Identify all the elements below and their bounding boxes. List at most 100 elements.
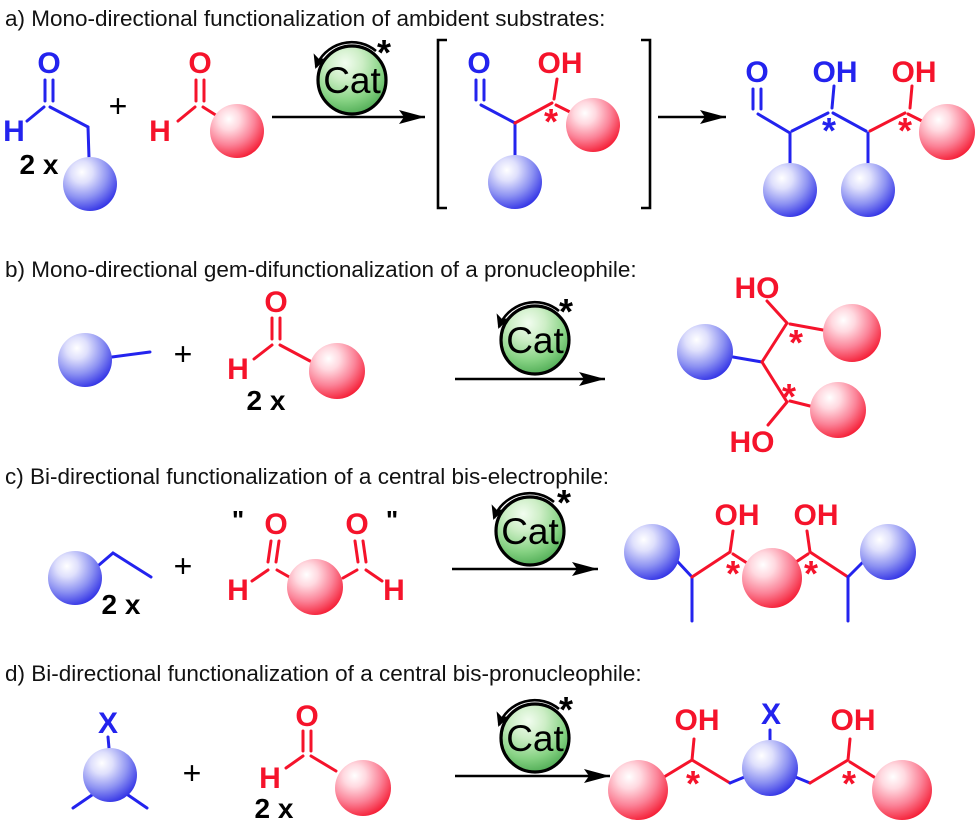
chirality-asterisk: *	[377, 32, 391, 73]
hydroxyl-label: OH	[794, 499, 839, 532]
bond	[552, 77, 559, 101]
product-b: HO HO * *	[677, 272, 881, 459]
bond	[275, 568, 293, 580]
bond	[906, 112, 924, 123]
stoichiometry-label: 2 x	[102, 589, 141, 620]
intermediate-adduct: O OH *	[467, 47, 620, 209]
plus-sign: +	[183, 755, 202, 791]
chirality-asterisk: *	[559, 291, 573, 332]
stereocenter-asterisk: *	[822, 110, 836, 151]
blue-sphere	[677, 324, 733, 380]
rotation-arrow	[491, 491, 555, 520]
rotation-arrow	[313, 40, 377, 69]
plus-sign: +	[174, 336, 193, 372]
reactant-red-aldehyde: O H	[149, 47, 264, 158]
bond	[554, 103, 572, 114]
bond	[868, 111, 907, 133]
bond	[794, 552, 810, 564]
catalyst-sphere	[316, 44, 388, 116]
bond	[788, 399, 812, 408]
blue-sphere	[63, 157, 117, 211]
section-d-title: d) Bi-directional functionalization of a…	[5, 661, 642, 686]
catalyst: Cat *	[496, 689, 573, 774]
bond	[756, 112, 792, 135]
blue-sphere	[48, 551, 102, 605]
stereocenter-asterisk: *	[544, 101, 558, 142]
x-substituent-label: X	[761, 698, 781, 731]
hydroxyl-label: OH	[892, 56, 937, 89]
oxygen-label: O	[745, 56, 768, 89]
stereocenter-asterisk: *	[789, 322, 803, 363]
bond	[760, 321, 789, 364]
bond	[278, 343, 312, 363]
blue-sphere	[742, 740, 798, 796]
red-sphere	[742, 548, 802, 608]
stereocenter-asterisk: *	[804, 553, 818, 594]
blue-sphere	[841, 163, 895, 217]
red-sphere	[287, 559, 343, 615]
hydrogen-label: H	[149, 115, 171, 148]
catalyst-sphere	[499, 702, 571, 774]
bond	[176, 105, 197, 123]
scheme-c: c) Bi-directional functionalization of a…	[5, 464, 916, 623]
bond	[731, 355, 764, 364]
reactant-bis-pronucleophile: X	[71, 707, 149, 810]
hydrogen-label: H	[3, 115, 25, 148]
stoichiometry-label: 2 x	[247, 385, 286, 416]
bond	[364, 568, 384, 583]
reactant-red-aldehyde: O H 2 x	[255, 700, 391, 822]
stereocenter-asterisk: *	[686, 763, 700, 804]
section-a-title: a) Mono-directional functionalization of…	[5, 6, 605, 31]
product-a: O OH OH * *	[745, 56, 975, 217]
oxygen-label: O	[467, 47, 490, 80]
bond	[765, 299, 789, 325]
blue-sphere	[763, 163, 817, 217]
bond	[86, 125, 91, 160]
left-bracket	[436, 38, 447, 210]
quote-mark: "	[232, 505, 244, 535]
rotation-arrow	[496, 300, 560, 329]
hydroxyl-label: OH	[715, 499, 760, 532]
stereocenter-asterisk: *	[842, 763, 856, 804]
section-b-title: b) Mono-directional gem-difunctionalizat…	[5, 257, 637, 282]
oxygen-label: O	[264, 286, 287, 319]
stoichiometry-label: 2 x	[255, 793, 294, 822]
reactant-blue-aldehyde: O H 2 x	[3, 47, 117, 211]
plus-sign: +	[174, 548, 193, 584]
stereocenter-asterisk: *	[726, 553, 740, 594]
bond	[805, 529, 812, 554]
blue-sphere	[860, 524, 916, 580]
right-bracket	[641, 38, 652, 210]
hydrogen-label: H	[383, 574, 405, 607]
catalyst: Cat *	[313, 32, 391, 116]
quote-mark: "	[386, 505, 398, 535]
bond	[766, 400, 789, 427]
bond	[790, 111, 830, 133]
hydrogen-label: H	[227, 353, 249, 386]
blue-sphere	[58, 333, 112, 387]
stereocenter-asterisk: *	[782, 376, 796, 417]
bond	[110, 350, 152, 359]
hydroxyl-label: OH	[813, 56, 858, 89]
hydroxyl-label: OH	[831, 704, 876, 737]
bond	[48, 105, 90, 129]
red-sphere	[919, 104, 975, 160]
catalyst-label: Cat	[501, 511, 559, 552]
red-sphere	[872, 760, 932, 820]
hydroxyl-label: HO	[735, 272, 780, 305]
product-c: OH OH * *	[624, 499, 916, 623]
bond	[341, 568, 359, 580]
bond	[126, 793, 149, 810]
product-d: OH X OH * *	[608, 698, 932, 820]
hydroxyl-label: OH	[675, 704, 720, 737]
reactant-nucleophile: 2 x	[48, 551, 153, 620]
bond	[361, 539, 368, 564]
stereocenter-asterisk: *	[898, 110, 912, 151]
reactant-red-aldehyde: O H 2 x	[227, 286, 365, 416]
bond	[760, 360, 789, 404]
bond	[808, 550, 850, 579]
oxygen-label: O	[264, 508, 287, 541]
red-sphere	[810, 382, 866, 438]
bond	[479, 103, 517, 125]
